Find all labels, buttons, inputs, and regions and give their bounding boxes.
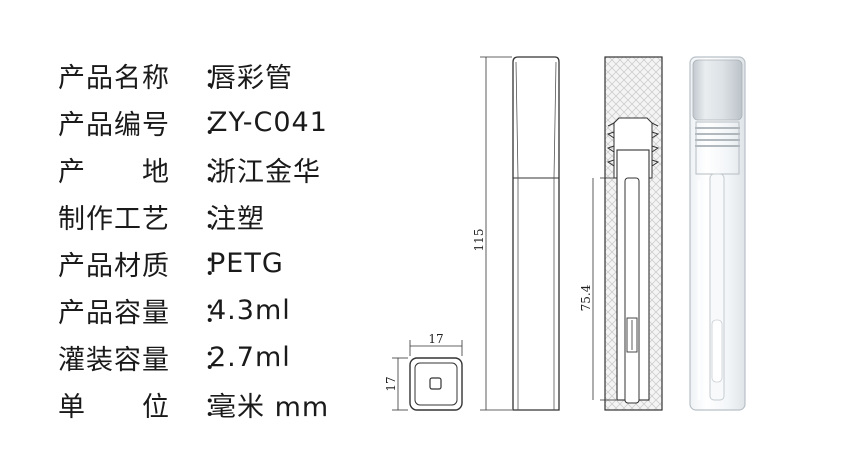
spec-row-capacity: 产品容量：4.3ml bbox=[58, 287, 329, 334]
cap bbox=[692, 59, 743, 121]
spec-list: 产品名称：唇彩管 产品编号：ZY-C041 产 地：浙江金华 制作工艺：注塑 产… bbox=[58, 52, 329, 428]
spec-row-origin: 产 地：浙江金华 bbox=[58, 146, 329, 193]
top-view-outer bbox=[409, 357, 463, 411]
side-view bbox=[480, 56, 560, 411]
section-view bbox=[592, 56, 663, 411]
spec-label: 产品名称 bbox=[58, 63, 170, 94]
spec-row-process: 制作工艺：注塑 bbox=[58, 193, 329, 240]
spec-label: 灌装容量 bbox=[58, 345, 170, 376]
dim-total-height-label: 115 bbox=[472, 229, 486, 252]
spec-row-material: 产品材质：PETG bbox=[58, 240, 329, 287]
spec-value: ZY-C041 bbox=[209, 107, 328, 138]
dim-inner-height-label: 75.4 bbox=[579, 284, 593, 311]
dim-width-label: 17 bbox=[428, 332, 443, 346]
top-view bbox=[392, 340, 463, 411]
spec-value: 4.3ml bbox=[209, 295, 291, 326]
spec-label: 制作工艺 bbox=[58, 204, 170, 235]
spec-label: 单 位 bbox=[58, 392, 170, 423]
spec-label: 产品编号 bbox=[58, 110, 170, 141]
spec-label: 产品容量 bbox=[58, 298, 170, 329]
spec-label: 产品材质 bbox=[58, 251, 170, 282]
applicator-tip bbox=[711, 319, 723, 383]
spec-row-name: 产品名称：唇彩管 bbox=[58, 52, 329, 99]
spec-value: 浙江金华 bbox=[209, 157, 321, 188]
spec-row-fill-capacity: 灌装容量：2.7ml bbox=[58, 334, 329, 381]
spec-value: 2.7ml bbox=[209, 342, 291, 373]
top-view-inner bbox=[414, 362, 458, 406]
spec-value: 毫米 mm bbox=[209, 392, 330, 423]
spec-value: 唇彩管 bbox=[209, 63, 293, 94]
spec-label: 产 地 bbox=[58, 157, 170, 188]
spec-value: 注塑 bbox=[209, 204, 265, 235]
spec-row-unit: 单 位：毫米 mm bbox=[58, 381, 329, 428]
product-render bbox=[689, 56, 746, 411]
spec-row-code: 产品编号：ZY-C041 bbox=[58, 99, 329, 146]
spec-value: PETG bbox=[209, 248, 284, 279]
top-view-opening bbox=[429, 377, 442, 390]
side-view-body bbox=[512, 56, 560, 411]
dim-depth-label: 17 bbox=[384, 376, 398, 391]
